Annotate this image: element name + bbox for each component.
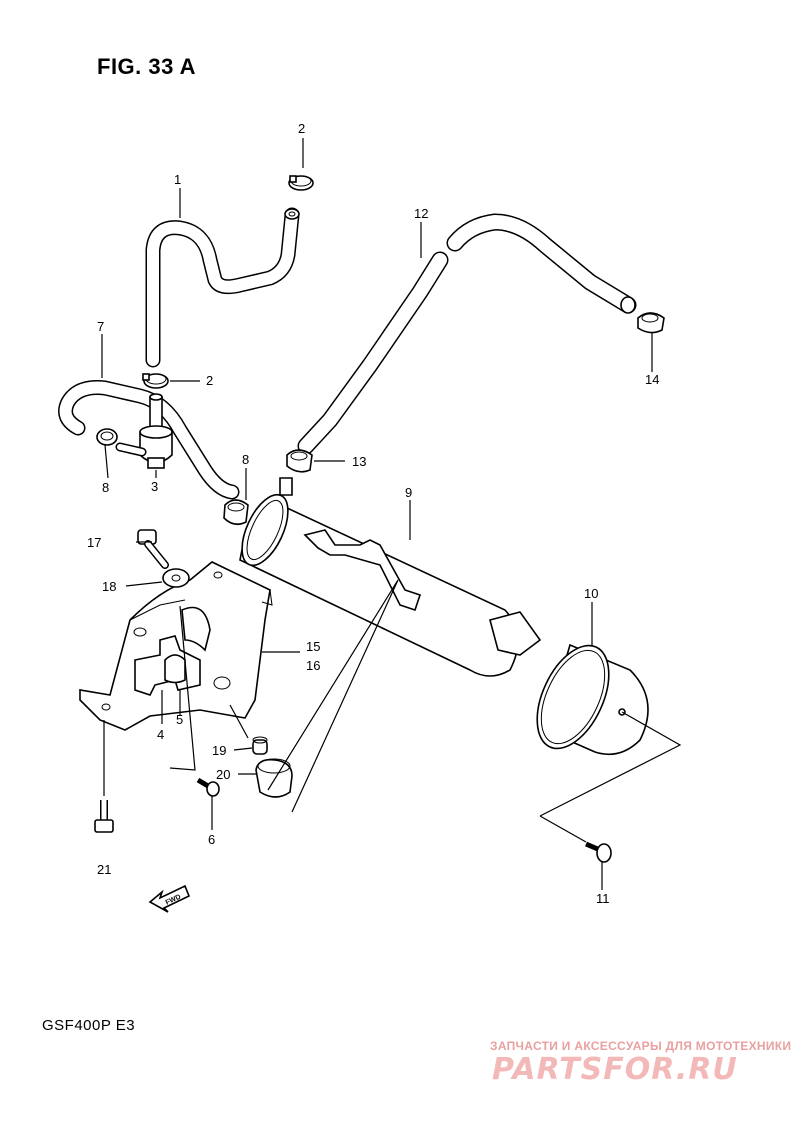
clamp-8-right[interactable] (223, 499, 249, 526)
callout-12: 12 (414, 206, 428, 221)
callout-14: 14 (645, 372, 659, 387)
bolt-17[interactable] (137, 529, 169, 569)
fwd-arrow-icon: FWD (148, 884, 191, 913)
canister-9[interactable] (233, 477, 542, 677)
callout-5: 5 (176, 712, 183, 727)
watermark-tagline: ЗАПЧАСТИ И АКСЕССУАРЫ ДЛЯ МОТОТЕХНИКИ (490, 1039, 792, 1053)
screw-11[interactable] (585, 841, 612, 863)
callout-17: 17 (87, 535, 101, 550)
callout-11: 11 (596, 891, 610, 906)
callout-numbers: 1 2 2 3 4 5 6 7 8 8 9 10 11 12 13 14 15 … (87, 121, 659, 906)
clamp-14[interactable] (637, 312, 665, 334)
callout-3: 3 (151, 479, 158, 494)
callout-2-top: 2 (298, 121, 305, 136)
hose-12[interactable] (297, 213, 637, 455)
callout-16: 16 (306, 658, 320, 673)
callout-4: 4 (157, 727, 164, 742)
callout-2-middle: 2 (206, 373, 213, 388)
figure-title: FIG. 33 A (97, 54, 197, 79)
callout-6: 6 (208, 832, 215, 847)
leader-lines (101, 138, 682, 890)
callout-8-left: 8 (102, 480, 109, 495)
screw-6[interactable] (196, 777, 220, 797)
callout-8-right: 8 (242, 452, 249, 467)
callout-7: 7 (97, 319, 104, 334)
callout-18: 18 (102, 579, 116, 594)
bolt-21[interactable] (94, 800, 114, 833)
hose-7[interactable] (58, 380, 240, 500)
clamp-4-5[interactable] (134, 635, 201, 696)
washer-18[interactable] (162, 568, 190, 588)
hose-1[interactable] (145, 207, 300, 368)
clamp-8-left[interactable] (96, 428, 118, 446)
callout-20: 20 (216, 767, 230, 782)
callout-21: 21 (97, 862, 111, 877)
cover-10[interactable] (523, 634, 649, 759)
callout-10: 10 (584, 586, 598, 601)
collar-19[interactable] (252, 736, 268, 755)
clamp-2-top[interactable] (288, 175, 314, 191)
clamp-2-middle[interactable] (142, 373, 169, 389)
cushion-20[interactable] (255, 758, 293, 798)
clamp-13[interactable] (286, 449, 313, 473)
callout-13: 13 (352, 454, 366, 469)
model-code: GSF400P E3 (42, 1017, 136, 1034)
valve-3[interactable] (115, 393, 173, 469)
callout-15: 15 (306, 639, 320, 654)
callout-1: 1 (174, 172, 181, 187)
callout-9: 9 (405, 485, 412, 500)
watermark-logo: PARTSFOR.RU (492, 1052, 738, 1087)
callout-19: 19 (212, 743, 226, 758)
